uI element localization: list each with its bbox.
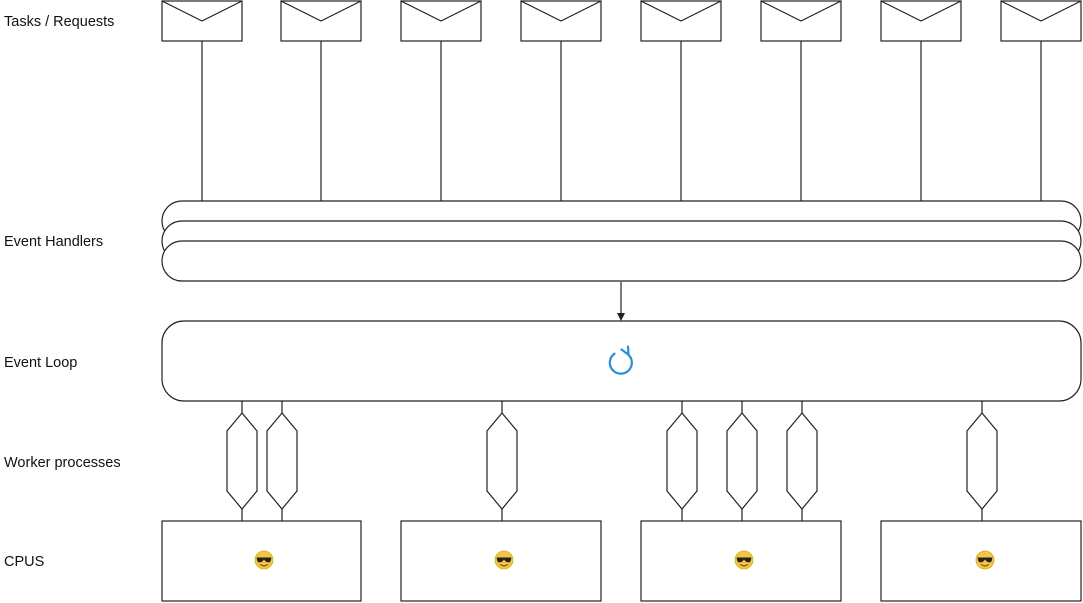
cpu-box <box>161 520 362 602</box>
cpu-boxes <box>161 520 1082 602</box>
worker-process <box>666 412 698 510</box>
worker-process <box>486 412 518 510</box>
worker-process <box>966 412 998 510</box>
envelope-icon <box>1000 0 1082 42</box>
envelope-icon <box>880 0 962 42</box>
worker-process <box>266 412 298 510</box>
envelope-icon <box>161 0 243 42</box>
task-envelopes <box>161 0 1082 42</box>
cpu-box <box>640 520 842 602</box>
refresh-icon <box>608 345 633 375</box>
sunglasses-emoji-icon <box>975 550 995 570</box>
event-handlers-stack <box>161 200 1082 282</box>
envelope-icon <box>520 0 602 42</box>
row-label-event-loop: Event Loop <box>4 355 77 371</box>
worker-process <box>786 412 818 510</box>
worker-process <box>226 412 258 510</box>
handlers-to-loop-arrow <box>617 282 625 321</box>
sunglasses-emoji-icon <box>734 550 754 570</box>
worker-processes <box>226 412 998 510</box>
worker-connectors <box>241 401 983 521</box>
row-label-cpus: CPUS <box>4 554 44 570</box>
task-connectors <box>201 41 1042 201</box>
row-label-worker-processes: Worker processes <box>4 455 121 471</box>
cpu-box <box>400 520 602 602</box>
row-label-tasks: Tasks / Requests <box>4 14 114 30</box>
envelope-icon <box>760 0 842 42</box>
envelope-icon <box>280 0 362 42</box>
sunglasses-emoji-icon <box>494 550 514 570</box>
row-label-event-handlers: Event Handlers <box>4 234 103 250</box>
worker-process <box>726 412 758 510</box>
envelope-icon <box>400 0 482 42</box>
cpu-box <box>880 520 1082 602</box>
event-loop-box <box>161 320 1082 402</box>
event-handler-bar <box>161 240 1082 282</box>
envelope-icon <box>640 0 722 42</box>
sunglasses-emoji-icon <box>254 550 274 570</box>
